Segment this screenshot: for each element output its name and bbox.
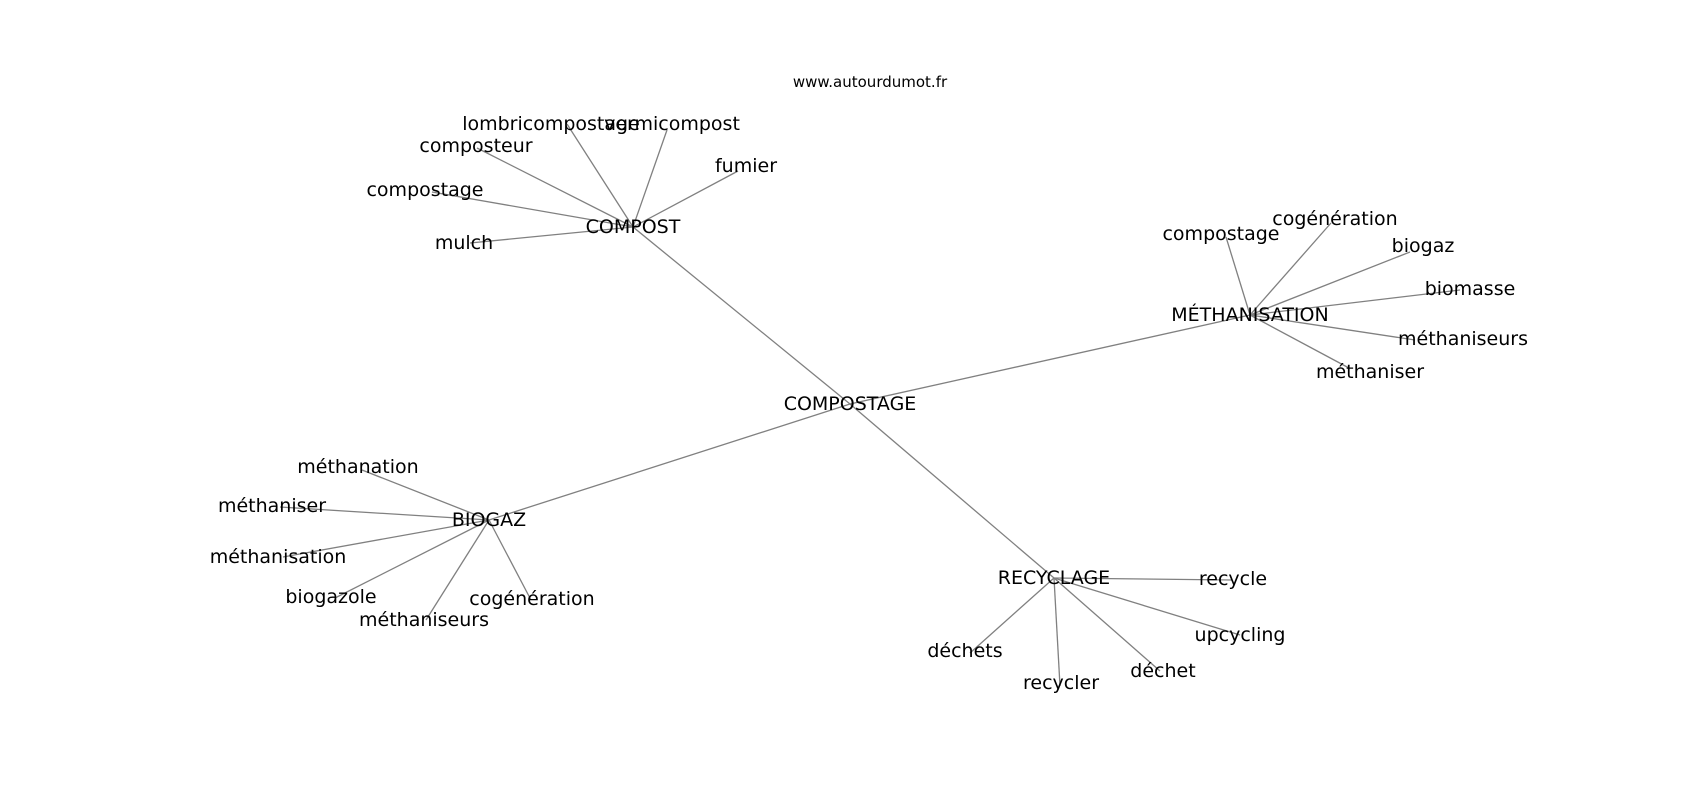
leaf-node-recyclage: déchet <box>1130 660 1195 682</box>
leaf-node-compost: mulch <box>435 232 493 254</box>
edge-center-biogaz <box>488 403 851 521</box>
leaf-node-recyclage: recycler <box>1023 672 1099 694</box>
edge-center-methanisation <box>849 314 1251 405</box>
leaf-node-methanisation: biomasse <box>1425 278 1516 300</box>
edge-biogaz-leaf <box>361 469 490 521</box>
edge-biogaz-leaf <box>425 519 490 621</box>
edge-biogaz-leaf <box>282 519 490 558</box>
leaf-node-biogaz: méthanation <box>297 456 418 478</box>
edge-center-recyclage <box>849 403 1055 579</box>
leaf-node-compost: fumier <box>715 155 777 177</box>
edge-biogaz-leaf <box>279 506 490 521</box>
edges <box>279 123 1461 687</box>
leaf-node-recyclage: recycle <box>1199 568 1267 590</box>
leaf-node-biogaz: méthaniser <box>218 495 326 517</box>
edge-recyclage-leaf <box>969 577 1055 654</box>
leaf-node-compost: vermicompost <box>604 113 740 135</box>
edge-methanisation-leaf <box>1249 251 1411 316</box>
leaf-node-compost: composteur <box>419 135 532 157</box>
hub-node-compost: COMPOST <box>586 216 681 238</box>
leaf-node-biogaz: biogazole <box>285 586 376 608</box>
leaf-node-recyclage: upcycling <box>1195 624 1286 646</box>
edge-compost-leaf <box>476 147 634 228</box>
edge-recyclage-leaf <box>1053 577 1061 687</box>
leaf-node-methanisation: méthaniseurs <box>1398 328 1528 350</box>
edge-compost-leaf <box>431 191 634 228</box>
leaf-node-compost: compostage <box>366 179 483 201</box>
edge-compost-leaf <box>632 129 668 228</box>
edge-methanisation-leaf <box>1249 222 1332 316</box>
leaf-node-compost: lombricompostage <box>462 113 640 135</box>
leaf-node-methanisation: cogénération <box>1272 208 1397 230</box>
leaf-node-methanisation: méthaniser <box>1316 361 1424 383</box>
edge-recyclage-leaf <box>1053 577 1233 581</box>
leaf-node-recyclage: déchets <box>927 640 1002 662</box>
edge-compost-leaf <box>566 123 634 228</box>
edge-methanisation-leaf <box>1225 236 1251 316</box>
edge-methanisation-leaf <box>1249 314 1416 341</box>
center-node: COMPOSTAGE <box>784 393 917 415</box>
edge-center-compost <box>632 226 851 405</box>
leaf-node-methanisation: compostage <box>1162 223 1279 245</box>
edge-compost-leaf <box>469 226 634 244</box>
site-url: www.autourdumot.fr <box>793 73 948 91</box>
edge-recyclage-leaf <box>1053 577 1161 672</box>
hub-node-biogaz: BIOGAZ <box>452 509 526 531</box>
leaf-node-biogaz: méthaniseurs <box>359 609 489 631</box>
edge-recyclage-leaf <box>1053 577 1241 636</box>
leaf-node-methanisation: biogaz <box>1392 235 1455 257</box>
edge-methanisation-leaf <box>1249 314 1350 369</box>
edge-compost-leaf <box>632 170 739 228</box>
labels: www.autourdumot.fr lombricompostagevermi… <box>210 73 1528 694</box>
edge-biogaz-leaf <box>334 519 490 599</box>
hub-node-recyclage: RECYCLAGE <box>998 567 1110 589</box>
edge-biogaz-leaf <box>488 519 532 601</box>
leaf-node-biogaz: méthanisation <box>210 546 347 568</box>
edge-methanisation-leaf <box>1249 289 1461 316</box>
leaf-node-biogaz: cogénération <box>469 588 594 610</box>
hub-node-methanisation: MÉTHANISATION <box>1171 303 1328 326</box>
